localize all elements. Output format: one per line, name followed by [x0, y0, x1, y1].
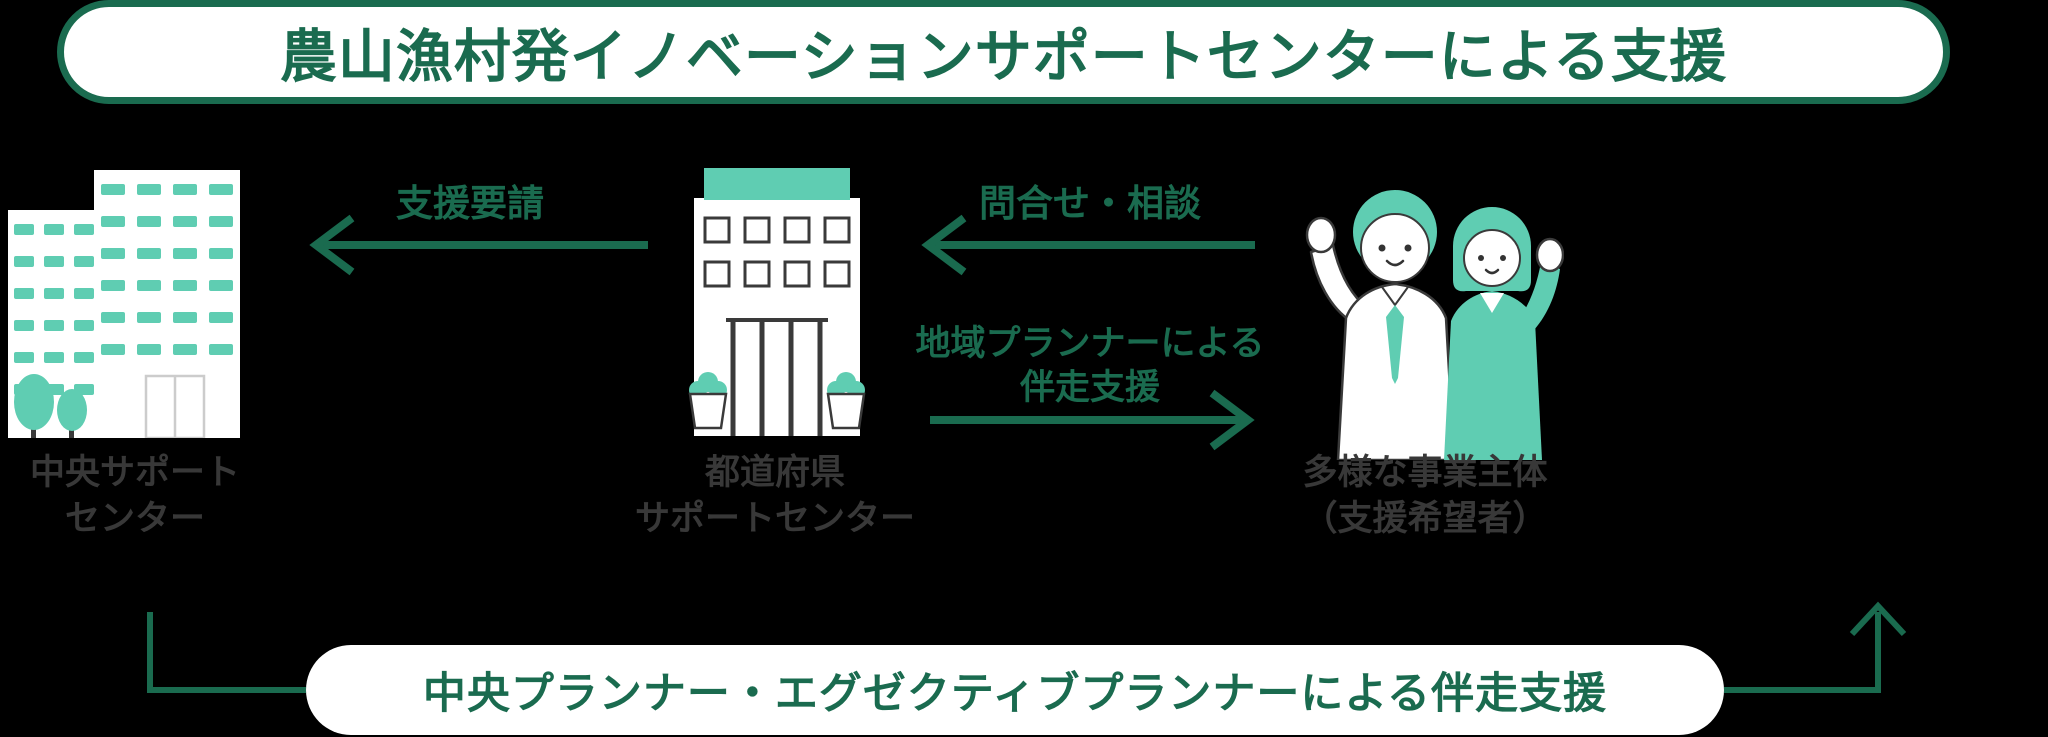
tree-icons [14, 374, 87, 438]
support-request-label: 支援要請 [396, 183, 544, 224]
planter-right [826, 372, 866, 430]
title-banner: 農山漁村発イノベーションサポートセンターによる支援 [57, 0, 1950, 104]
title-text: 農山漁村発イノベーションサポートセンターによる支援 [279, 25, 1728, 89]
regional-planner-support-label: 地域プランナーによる 伴走支援 [910, 322, 1270, 410]
business-entities-people-icon [1305, 190, 1564, 460]
central-planner-banner-text: 中央プランナー・エグゼクティブプランナーによる伴走支援 [422, 670, 1608, 718]
roof-band [704, 168, 850, 200]
entrance-door [144, 374, 206, 438]
entrance-columns [726, 318, 828, 436]
window-grid-left [14, 224, 94, 399]
business-entities-label: 多様な事業主体 （支援希望者） [1260, 450, 1590, 542]
right-bracket-up-arrow [1724, 601, 1907, 693]
woman-face [1463, 229, 1521, 287]
inquiry-consultation-label: 問合せ・相談 [979, 183, 1201, 224]
building-towers [8, 170, 240, 438]
man-face [1360, 213, 1430, 283]
prefectural-support-center-label-line2: サポートセンター [634, 499, 915, 539]
business-entities-label-line1: 多様な事業主体 [1302, 453, 1548, 492]
woman-top [1444, 291, 1542, 460]
central-support-center-label: 中央サポート センター [0, 450, 270, 542]
window-grid [703, 216, 851, 288]
business-entities-label-line2: （支援希望者） [1302, 499, 1548, 539]
left-bracket-connector [147, 612, 306, 693]
regional-planner-label-line1: 地域プランナーによる [915, 324, 1265, 363]
central-support-center-label-line1: 中央サポート [29, 453, 240, 492]
prefectural-support-center-label-line1: 都道府県 [704, 453, 845, 492]
prefectural-support-center-building-icon [688, 168, 866, 436]
man-tie [1386, 305, 1404, 384]
central-support-center-building-icon [8, 170, 240, 438]
woman-figure [1444, 207, 1564, 460]
regional-planner-label-line2: 伴走支援 [1019, 367, 1160, 407]
planter-left [688, 372, 728, 430]
central-support-center-label-line2: センター [64, 499, 205, 539]
man-figure [1305, 190, 1456, 460]
central-planner-banner: 中央プランナー・エグゼクティブプランナーによる伴走支援 [306, 645, 1724, 735]
prefectural-support-center-label: 都道府県 サポートセンター [630, 450, 920, 542]
window-grid-right [101, 184, 233, 359]
